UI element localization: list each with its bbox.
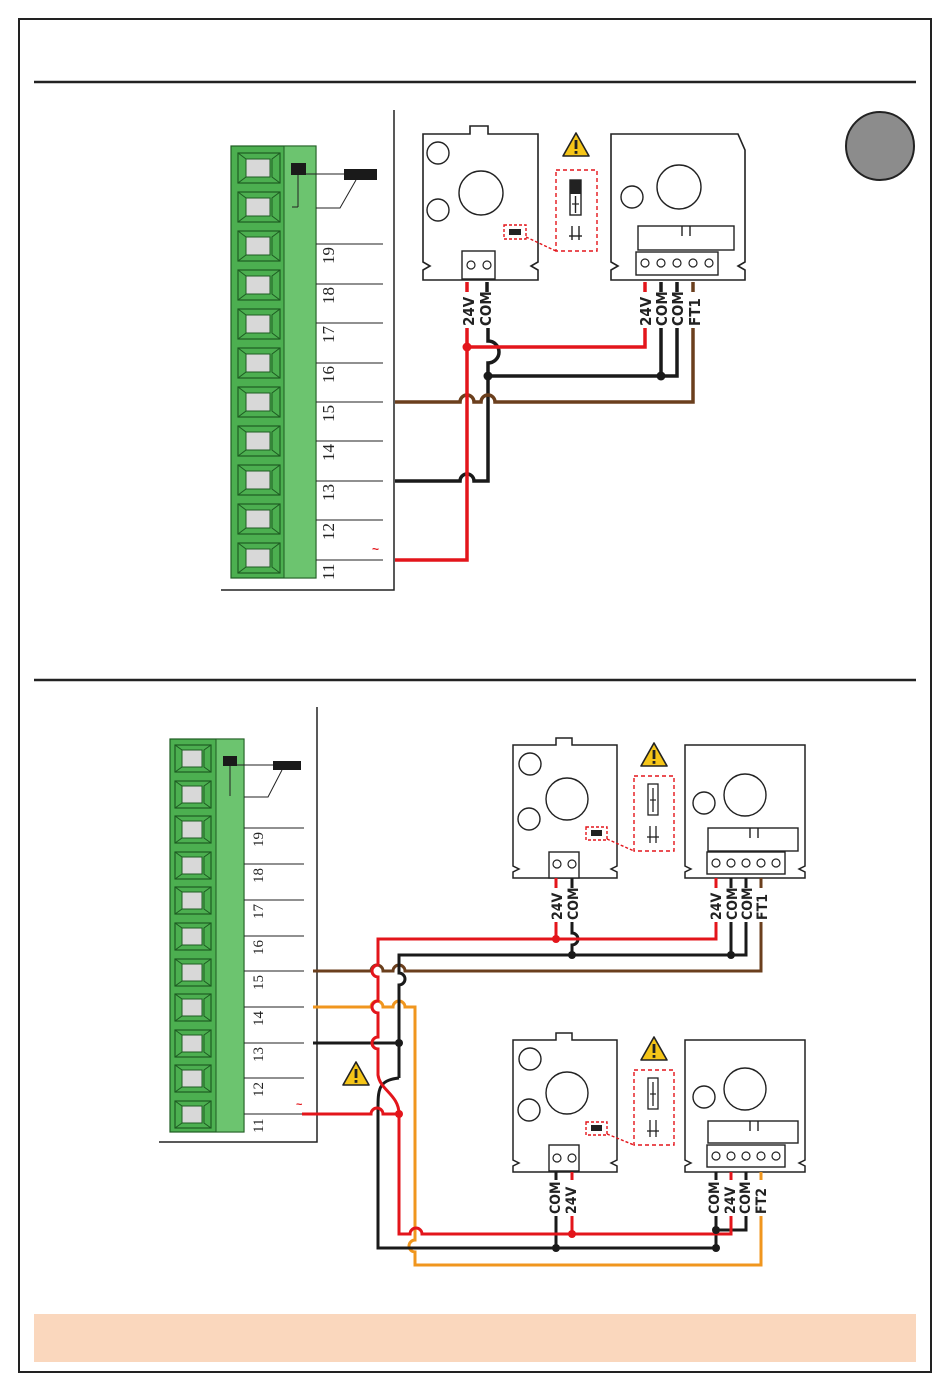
tx2-com-label: COM xyxy=(548,1182,564,1214)
rx2-com-label-1: COM xyxy=(707,1182,723,1214)
warning-triangle-icon xyxy=(641,743,667,766)
section2: 19 18 17 16 15 14 13 12 11 ~ xyxy=(159,707,805,1265)
terminal-19-label: 19 xyxy=(319,247,338,264)
component-marker-2 xyxy=(273,761,301,770)
terminal-11-label-2: 11 xyxy=(251,1119,267,1133)
terminal-13-label: 13 xyxy=(319,484,338,501)
receiver-board-1 xyxy=(685,745,805,878)
component-marker xyxy=(344,169,377,180)
terminal-12-label: 12 xyxy=(319,523,338,540)
terminal-13-label-2: 13 xyxy=(251,1047,267,1062)
terminal-15-label: 15 xyxy=(319,405,338,422)
warning-triangle-icon xyxy=(641,1037,667,1060)
terminal-11-label: 11 xyxy=(319,564,338,580)
rx2-24v-label: 24V xyxy=(723,1186,739,1214)
section1: 19 18 17 16 15 14 13 12 11 ~ xyxy=(221,110,745,590)
rx2-com-label-2: COM xyxy=(738,1182,754,1214)
transmitter-board xyxy=(423,126,538,280)
terminal-14-label: 14 xyxy=(319,444,338,462)
rx2-ft2-label: FT2 xyxy=(754,1188,770,1214)
warning-triangle-icon xyxy=(563,133,589,156)
terminal-14-label-2: 14 xyxy=(251,1011,267,1027)
rx-ft1-label: FT1 xyxy=(686,298,704,326)
rx1-24v-label: 24V xyxy=(709,892,725,920)
status-circle-icon xyxy=(846,112,914,180)
transmitter-board-2 xyxy=(513,1033,617,1172)
transmitter-board-1 xyxy=(513,738,617,878)
note-band xyxy=(34,1314,916,1362)
tx1-24v-label: 24V xyxy=(550,892,566,920)
rx1-com-label-1: COM xyxy=(725,888,741,920)
ac-symbol-2: ~ xyxy=(296,1099,303,1111)
terminal-15-label-2: 15 xyxy=(251,975,267,990)
terminal-18-label-2: 18 xyxy=(251,868,267,883)
ac-symbol: ~ xyxy=(372,542,379,556)
terminal-17-label-2: 17 xyxy=(251,904,267,920)
tx1-com-label: COM xyxy=(566,888,582,920)
rx1-com-label-2: COM xyxy=(740,888,756,920)
terminal-block xyxy=(231,146,316,578)
terminal-16-label-2: 16 xyxy=(251,940,267,956)
tx-24v-label: 24V xyxy=(460,296,478,326)
receiver-board-2 xyxy=(685,1040,805,1172)
fuse-marker-2 xyxy=(223,756,237,766)
terminal-18-label: 18 xyxy=(319,287,338,304)
rx-com-label-2: COM xyxy=(669,291,687,326)
terminal-17-label: 17 xyxy=(319,326,338,344)
tx-com-label: COM xyxy=(477,291,495,326)
tx2-24v-label: 24V xyxy=(564,1186,580,1214)
warning-triangle-icon xyxy=(343,1062,369,1085)
terminal-16-label: 16 xyxy=(319,366,338,383)
terminal-19-label-2: 19 xyxy=(251,832,267,847)
terminal-12-label-2: 12 xyxy=(251,1082,267,1097)
rx1-ft1-label: FT1 xyxy=(755,894,771,920)
terminal-block-2 xyxy=(170,739,244,1132)
receiver-board xyxy=(611,134,745,280)
fuse-marker xyxy=(291,163,306,175)
